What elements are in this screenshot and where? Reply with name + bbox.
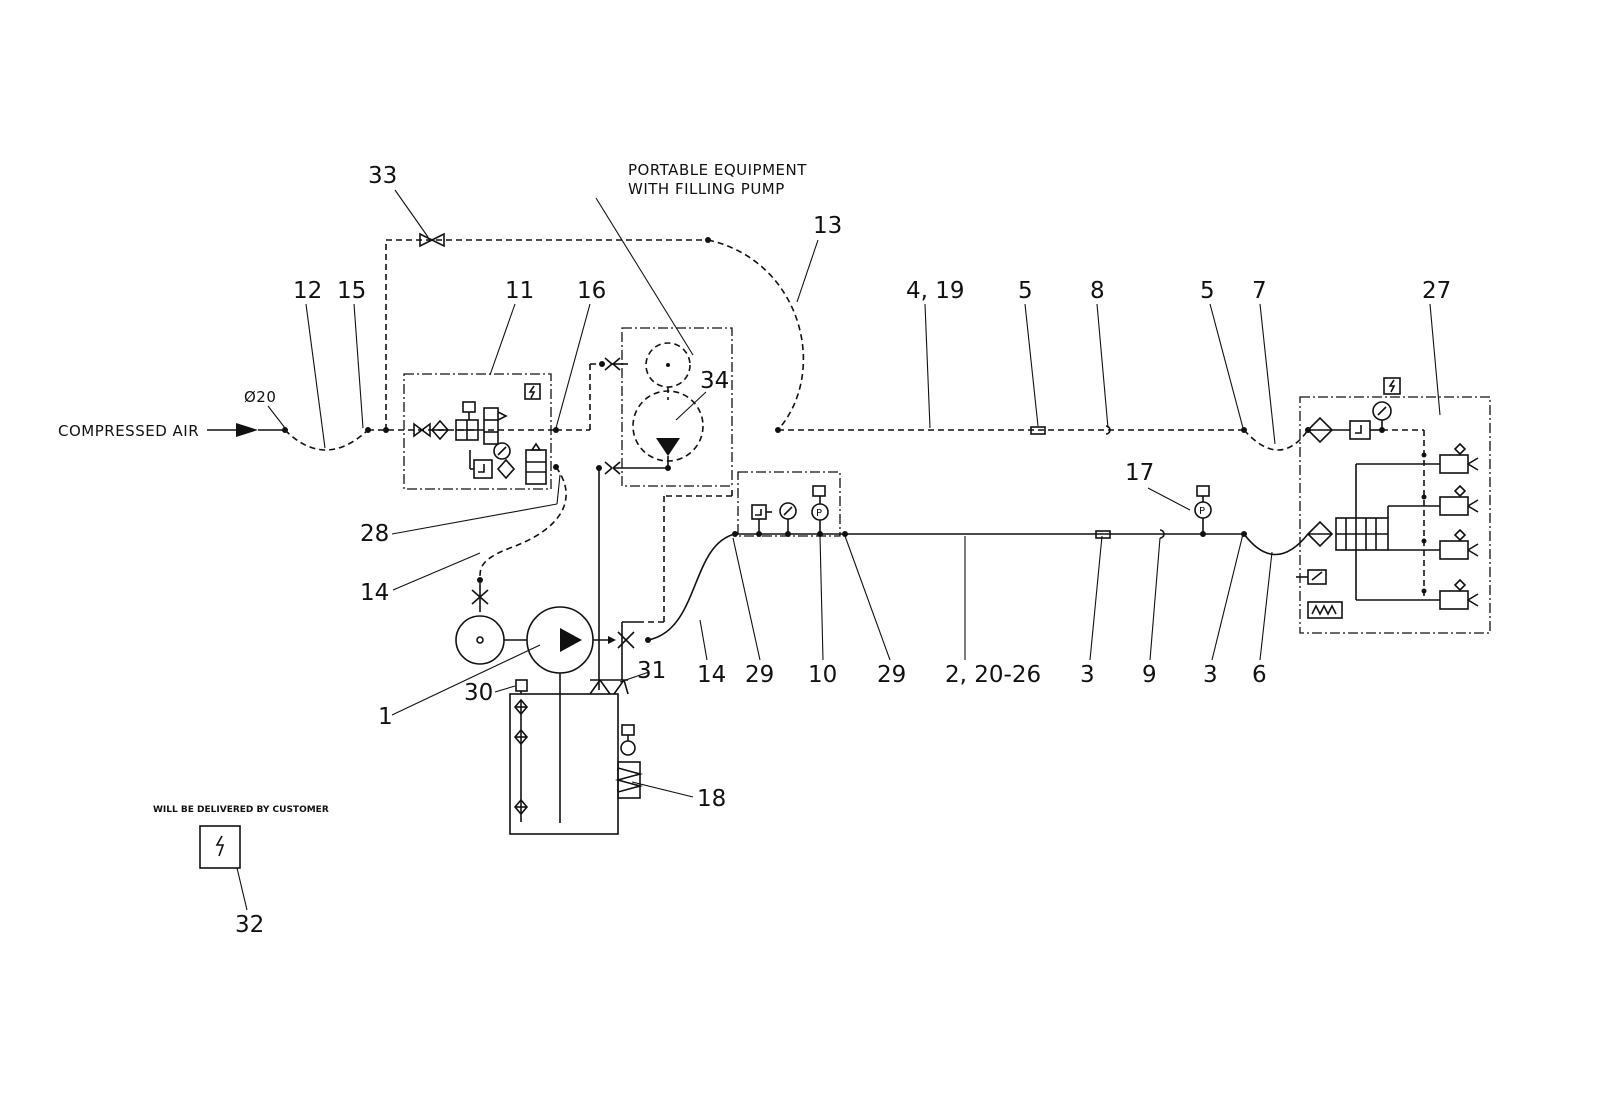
lubricator-icon (496, 458, 516, 480)
label-1: 1 (378, 704, 393, 730)
label-11: 11 (505, 278, 534, 304)
label-28: 28 (360, 521, 389, 547)
svg-text:P: P (1199, 506, 1205, 517)
label-3a: 3 (1080, 662, 1095, 688)
label-27: 27 (1422, 278, 1451, 304)
label-33: 33 (368, 163, 397, 189)
actuator-2-icon (1421, 484, 1479, 516)
thermostat-icon (620, 740, 636, 756)
compressed-air-label: COMPRESSED AIR (58, 422, 199, 440)
leader-lines (236, 189, 1441, 911)
label-2-20-26: 2, 20-26 (945, 662, 1041, 688)
hydraulic-hose-6 (1243, 533, 1309, 556)
compressed-air-inlet (207, 232, 1311, 451)
actuator-3-icon (1421, 528, 1479, 560)
relief-valve-icon (751, 504, 767, 520)
tank-18 (509, 621, 644, 835)
label-31: 31 (637, 658, 666, 684)
pressure-unit-10: P (732, 471, 848, 537)
regulator-icon (473, 459, 493, 479)
portable-equipment-line2: WITH FILLING PUMP (628, 180, 785, 198)
label-3b: 3 (1203, 662, 1218, 688)
crossover-8-icon (1105, 425, 1111, 435)
electrical-supply-icon (524, 383, 541, 400)
label-34: 34 (700, 368, 729, 394)
regulator-icon (1349, 420, 1371, 440)
actuator-1-icon (1421, 442, 1479, 474)
valve-28-icon (525, 449, 547, 485)
heater-icon (617, 761, 641, 799)
label-10: 10 (808, 662, 837, 688)
customer-power-supply-32 (199, 825, 241, 869)
diameter-label: Ø20 (244, 388, 276, 406)
directional-valve-icon (483, 407, 499, 445)
callout-labels: 33 13 12 15 11 16 4, 19 5 8 5 7 27 34 17… (235, 163, 1451, 938)
label-29b: 29 (877, 662, 906, 688)
portable-equipment-line1: PORTABLE EQUIPMENT (628, 161, 807, 179)
electrical-supply-icon (215, 835, 225, 857)
motor-icon (455, 615, 505, 665)
coupling-5-icon (1030, 426, 1046, 435)
return-line (640, 486, 733, 623)
label-12: 12 (293, 278, 322, 304)
label-32: 32 (235, 912, 264, 938)
label-16: 16 (577, 278, 606, 304)
electrical-supply-icon (1383, 377, 1401, 395)
actuator-4-icon (1421, 578, 1479, 610)
breather-30-icon (515, 679, 528, 692)
portable-equipment-34 (596, 327, 733, 690)
heater-element-icon (1307, 601, 1343, 619)
air-hose-12 (284, 429, 369, 451)
label-9: 9 (1142, 662, 1157, 688)
label-18: 18 (697, 786, 726, 812)
solenoid-icon (462, 401, 476, 413)
flow-arrow-icon (236, 423, 258, 437)
level-switch-icon (513, 698, 529, 716)
label-15: 15 (337, 278, 366, 304)
air-hose-14a (479, 466, 567, 581)
hydraulic-line-2-20-26: P (845, 485, 1309, 556)
distribution-unit-27 (1296, 377, 1491, 634)
label-13: 13 (813, 213, 842, 239)
air-hose-13 (707, 239, 805, 431)
label-17: 17 (1125, 460, 1154, 486)
label-5b: 5 (1200, 278, 1215, 304)
label-29a: 29 (745, 662, 774, 688)
coupling-3-icon (1095, 530, 1111, 539)
label-4-19: 4, 19 (906, 278, 965, 304)
shutoff-valve-33-icon (419, 232, 445, 248)
air-line-16 (556, 357, 628, 431)
label-8: 8 (1090, 278, 1105, 304)
label-14a: 14 (360, 580, 389, 606)
hydraulic-hose-14b (647, 533, 736, 641)
label-30: 30 (464, 680, 493, 706)
quick-coupling-icon (471, 583, 489, 612)
air-treatment-unit-11 (403, 373, 559, 490)
label-6: 6 (1252, 662, 1267, 688)
label-7: 7 (1252, 278, 1267, 304)
customer-note: WILL BE DELIVERED BY CUSTOMER (153, 805, 329, 815)
svg-text:P: P (816, 508, 822, 519)
pump-unit-1 (455, 606, 651, 823)
crossover-9-icon (1159, 529, 1165, 539)
gauge-icon (493, 442, 511, 460)
label-5a: 5 (1018, 278, 1033, 304)
label-14b: 14 (697, 662, 726, 688)
air-hose-7 (1243, 429, 1309, 451)
